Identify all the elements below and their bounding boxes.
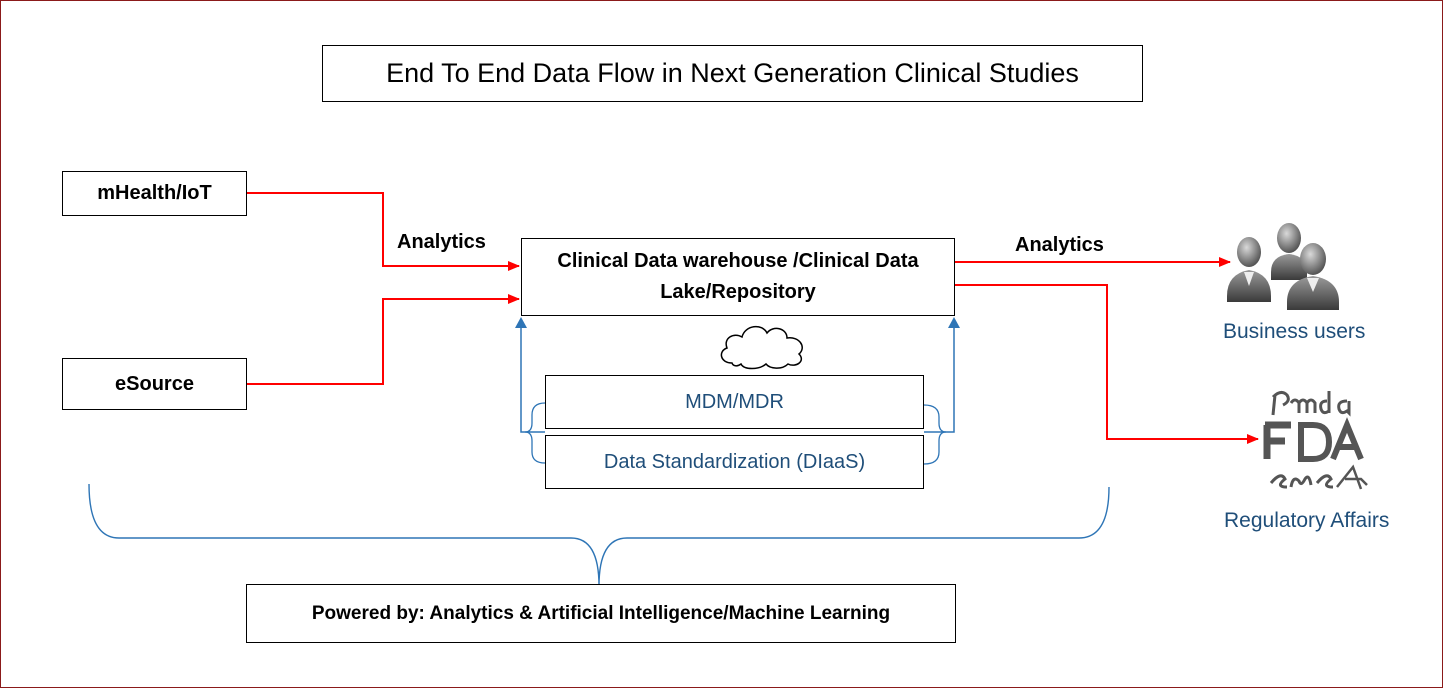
- standards-brace-left: [524, 402, 546, 464]
- cloud-icon: [720, 325, 803, 370]
- source-mhealth-iot: mHealth/IoT: [62, 171, 247, 216]
- powered-by-box: Powered by: Analytics & Artificial Intel…: [246, 584, 956, 643]
- regulatory-affairs-label: Regulatory Affairs: [1224, 509, 1390, 532]
- support-arrow-right: [924, 324, 955, 433]
- outflow-analytics-label: Analytics: [1015, 234, 1104, 256]
- mdm-mdr-box: MDM/MDR: [545, 375, 924, 429]
- standards-brace-right: [923, 404, 947, 465]
- inflow-analytics-label: Analytics: [397, 231, 486, 253]
- data-standardization-box: Data Standardization (DIaaS): [545, 435, 924, 489]
- business-users-icon: [1227, 223, 1339, 310]
- flow-arrow-warehouse-to-regulatory: [955, 284, 1259, 444]
- support-arrowhead-left: [515, 317, 527, 328]
- platform-brace: [88, 483, 1110, 587]
- flow-arrow-esource-to-warehouse: [247, 294, 520, 385]
- flow-arrow-iot-to-warehouse: [247, 192, 520, 271]
- regulatory-logos-icon: [1263, 390, 1368, 490]
- diagram-title: End To End Data Flow in Next Generation …: [322, 45, 1143, 102]
- clinical-data-warehouse: Clinical Data warehouse /Clinical Data L…: [521, 238, 955, 316]
- source-esource: eSource: [62, 358, 247, 410]
- support-arrowhead-right: [948, 317, 960, 328]
- business-users-label: Business users: [1223, 320, 1366, 343]
- support-arrow-left: [520, 324, 545, 433]
